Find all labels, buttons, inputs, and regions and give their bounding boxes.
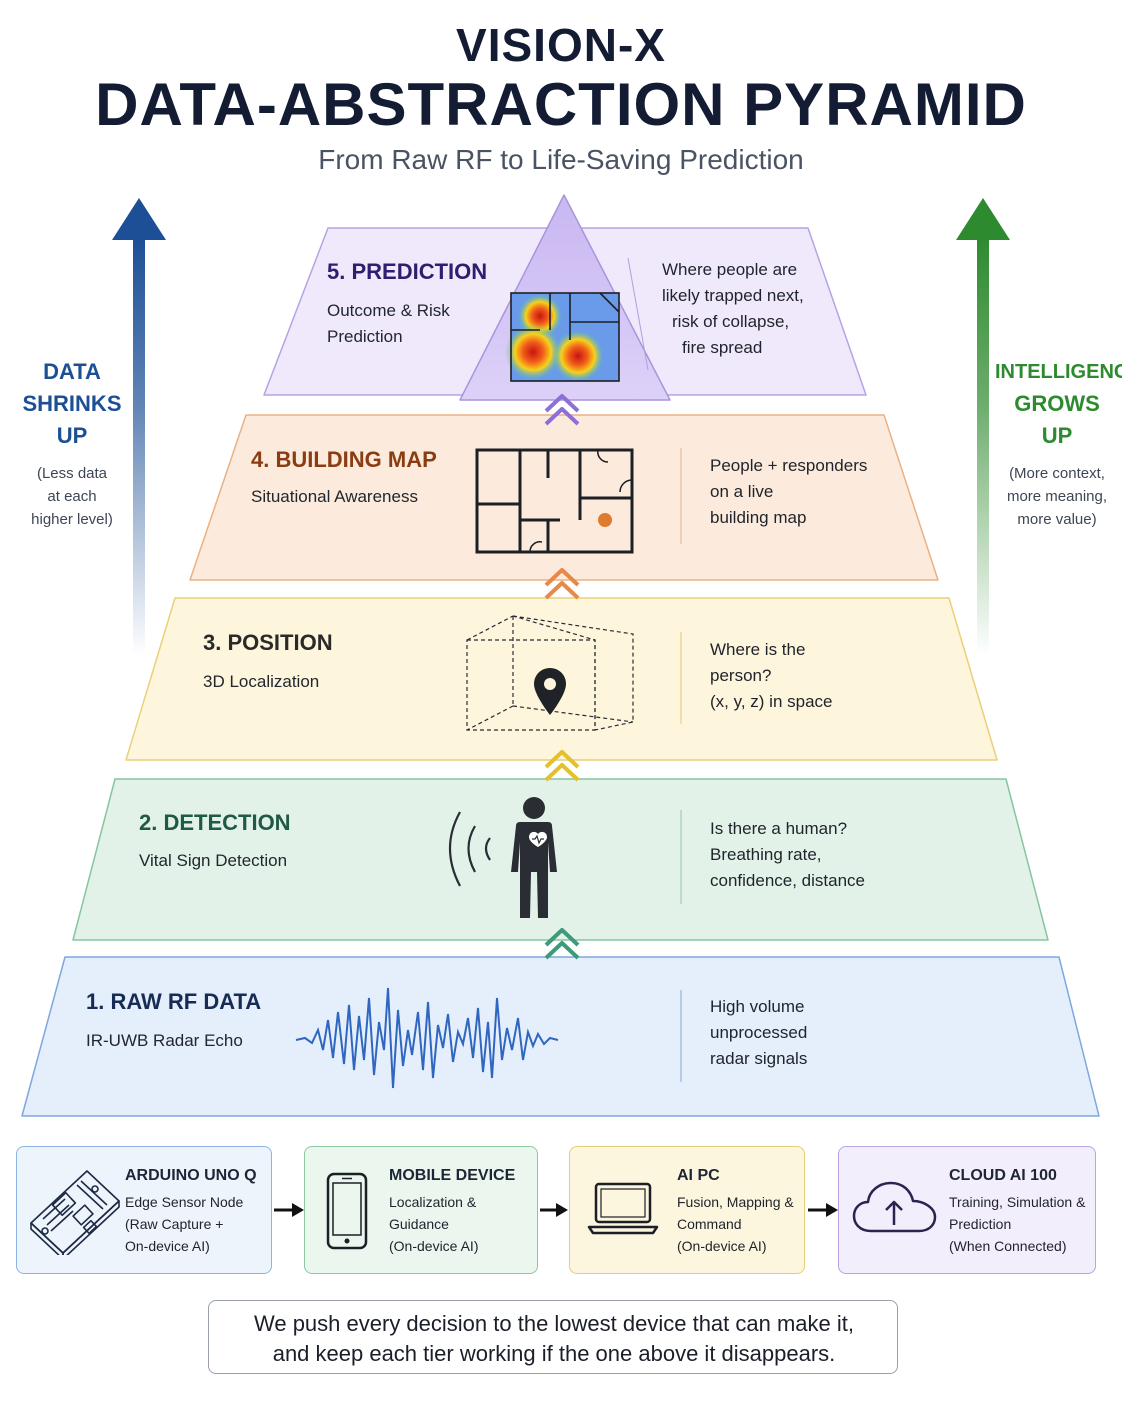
tier-3-title: 3. POSITION: [203, 630, 333, 655]
title-pyramid: DATA-ABSTRACTION PYRAMID: [95, 71, 1027, 138]
device-4-line-1: Training, Simulation &: [949, 1194, 1086, 1210]
device-2-title: MOBILE DEVICE: [389, 1167, 516, 1184]
device-arrow-2: [540, 1203, 568, 1217]
location-pin-cube-icon: [466, 615, 634, 731]
tier-1-description: High volume unprocessed radar signals: [710, 997, 808, 1068]
data-shrinks-arrow: [112, 198, 166, 656]
device-ai-pc: AI PC Fusion, Mapping & Command (On-devi…: [569, 1146, 805, 1274]
device-arduino-uno-q: ARDUINO UNO Q Edge Sensor Node (Raw Capt…: [16, 1146, 272, 1274]
device-2-line-3: (On-device AI): [389, 1238, 479, 1254]
device-1-line-2: (Raw Capture +: [125, 1216, 224, 1232]
circuit-board-icon: [30, 1170, 120, 1255]
device-3-line-1: Fusion, Mapping &: [677, 1194, 794, 1210]
intelligence-grows-arrow: [956, 198, 1010, 656]
waveform-icon: [295, 987, 559, 1089]
subtitle: From Raw RF to Life-Saving Prediction: [318, 144, 804, 175]
signal-waves-icon: [449, 811, 491, 887]
tier-2-description: Is there a human? Breathing rate, confid…: [710, 819, 865, 890]
device-4-line-2: Prediction: [949, 1216, 1012, 1232]
tier-4-title: 4. BUILDING MAP: [251, 447, 437, 472]
device-4-title: CLOUD AI 100: [949, 1167, 1057, 1184]
tier-4-description: People + responders on a live building m…: [710, 456, 868, 527]
device-1-line-3: On-device AI): [125, 1238, 210, 1254]
device-arrow-1: [274, 1203, 304, 1217]
intelligence-grows-label: INTELLIGENCE GROWS UP: [995, 361, 1122, 448]
tier-4-band: [189, 414, 939, 581]
cloud-upload-icon: [852, 1181, 937, 1233]
tier-3-subtitle: 3D Localization: [203, 672, 320, 691]
quote-line-2: and keep each tier working if the one ab…: [272, 1341, 836, 1366]
chevron-up-icon-3: [544, 568, 580, 600]
device-arrow-3: [808, 1203, 838, 1217]
heatmap-icon: [505, 292, 620, 382]
title-vision-x: VISION-X: [456, 19, 666, 71]
tier-1-title: 1. RAW RF DATA: [86, 989, 262, 1014]
responder-dot: [598, 513, 612, 527]
principle-quote-box: We push every decision to the lowest dev…: [208, 1300, 898, 1374]
tier-3-description: Where is the person? (x, y, z) in space: [710, 640, 833, 711]
data-shrinks-label: DATA SHRINKS UP: [22, 359, 122, 448]
tier-2-subtitle: Vital Sign Detection: [139, 851, 288, 870]
device-cloud-ai: CLOUD AI 100 Training, Simulation & Pred…: [838, 1146, 1096, 1274]
chevron-up-icon-1: [544, 928, 580, 960]
person-heartbeat-icon: [511, 797, 557, 918]
device-3-line-2: Command: [677, 1216, 742, 1232]
chevron-up-icon-2: [544, 750, 580, 782]
device-3-line-3: (On-device AI): [677, 1238, 767, 1254]
tier-5-title: 5. PREDICTION: [327, 259, 488, 284]
device-4-line-3: (When Connected): [949, 1238, 1067, 1254]
tier-4-subtitle: Situational Awareness: [251, 487, 418, 506]
tier-5-subtitle: Outcome & Risk Prediction: [327, 301, 450, 346]
quote-line-1: We push every decision to the lowest dev…: [253, 1311, 854, 1336]
device-1-title: ARDUINO UNO Q: [125, 1167, 257, 1184]
device-1-line-1: Edge Sensor Node: [125, 1194, 244, 1210]
device-3-title: AI PC: [677, 1167, 720, 1184]
data-shrinks-note: (Less data at each higher level): [31, 465, 113, 528]
intelligence-grows-note: (More context, more meaning, more value): [1006, 465, 1108, 528]
device-2-line-2: Guidance: [389, 1216, 449, 1232]
laptop-icon: [587, 1182, 659, 1235]
tier-1-subtitle: IR-UWB Radar Echo: [86, 1031, 243, 1050]
tier-5-description: Where people are likely trapped next, ri…: [662, 260, 804, 357]
tier-1-band: [21, 956, 1100, 1117]
tier-2-band: [72, 778, 1049, 941]
floor-plan-icon: [475, 448, 634, 554]
tier-2-title: 2. DETECTION: [139, 810, 291, 835]
device-2-line-1: Localization &: [389, 1194, 477, 1210]
chevron-up-icon-4: [544, 394, 580, 426]
smartphone-icon: [326, 1172, 368, 1250]
device-mobile: MOBILE DEVICE Localization & Guidance (O…: [304, 1146, 538, 1274]
